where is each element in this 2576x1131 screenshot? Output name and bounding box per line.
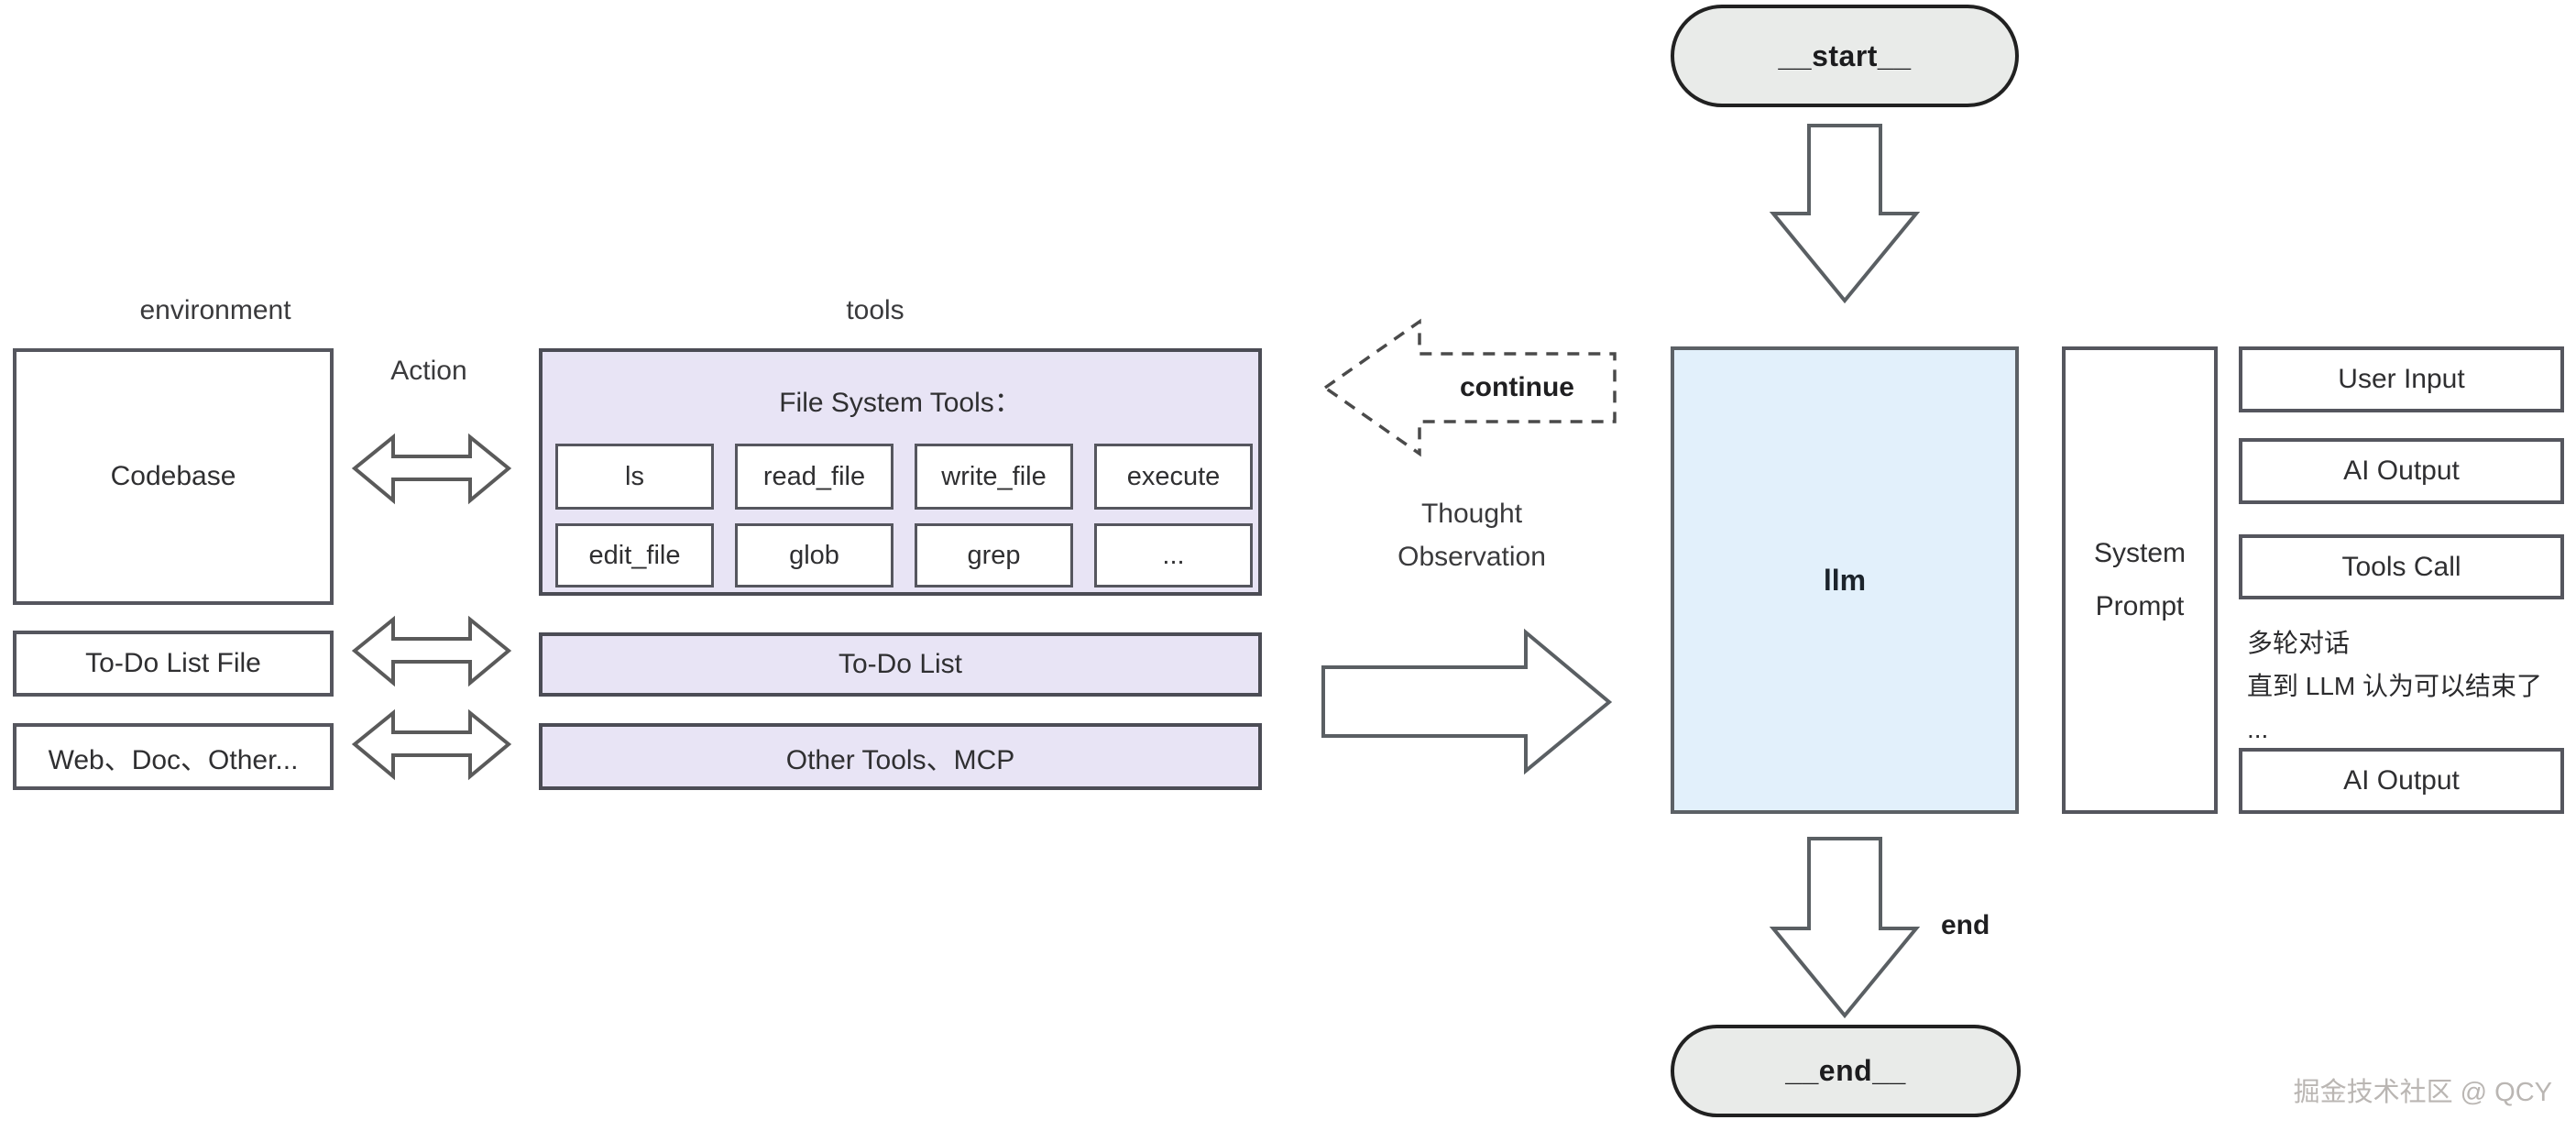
system-prompt-line1: System (2093, 538, 2187, 568)
continue-arrow-icon: continue (1321, 318, 1618, 457)
bidirectional-arrow-web-icon (351, 708, 512, 781)
end-edge-label: end (1941, 910, 1990, 940)
bidirectional-arrow-codebase-icon (351, 433, 512, 505)
llm-node: llm (1671, 346, 2019, 814)
todo-list-file-box: To-Do List File (13, 631, 334, 697)
other-tools-mcp-box: Other Tools、MCP (539, 723, 1262, 790)
end-node: __end__ (1671, 1025, 2021, 1117)
note-line-2: 直到 LLM 认为可以结束了 (2247, 672, 2543, 700)
tool-ls: ls (555, 444, 714, 510)
multi-turn-notes: 多轮对话 直到 LLM 认为可以结束了 ... (2247, 621, 2576, 751)
start-to-llm-arrow-icon (1769, 124, 1921, 304)
action-label: Action (390, 356, 467, 386)
user-input-box: User Input (2239, 346, 2564, 412)
watermark: 掘金技术社区 @ QCY (2293, 1078, 2552, 1107)
to-llm-arrow-icon (1321, 628, 1613, 775)
note-line-3: ... (2247, 715, 2269, 743)
tool-write-file: write_file (915, 444, 1073, 510)
thought-label: Thought (1420, 499, 1523, 529)
web-doc-other-box: Web、Doc、Other... (13, 723, 334, 790)
environment-label: environment (139, 295, 291, 325)
tool-grep: grep (915, 523, 1073, 587)
ai-output-final-box: AI Output (2239, 748, 2564, 814)
ai-output-box: AI Output (2239, 438, 2564, 504)
system-prompt-line2: Prompt (2095, 591, 2185, 621)
tool-edit-file: edit_file (555, 523, 714, 587)
tool-execute: execute (1094, 444, 1253, 510)
tools-label: tools (846, 295, 904, 325)
continue-edge-label: continue (1460, 372, 1574, 402)
system-prompt-box: System Prompt (2062, 346, 2218, 814)
file-system-tools-box: File System Tools： ls read_file write_fi… (539, 348, 1262, 596)
todo-list-tool-box: To-Do List (539, 632, 1262, 697)
llm-to-end-arrow-icon (1769, 837, 1921, 1019)
codebase-box: Codebase (13, 348, 334, 605)
tool-glob: glob (735, 523, 893, 587)
observation-label: Observation (1398, 542, 1546, 572)
start-node: __start__ (1671, 5, 2019, 107)
file-system-tools-title: File System Tools： (779, 388, 1022, 418)
tool-read-file: read_file (735, 444, 893, 510)
tool-more: ... (1094, 523, 1253, 587)
tools-call-box: Tools Call (2239, 534, 2564, 599)
note-line-1: 多轮对话 (2247, 629, 2351, 657)
bidirectional-arrow-todo-icon (351, 615, 512, 687)
